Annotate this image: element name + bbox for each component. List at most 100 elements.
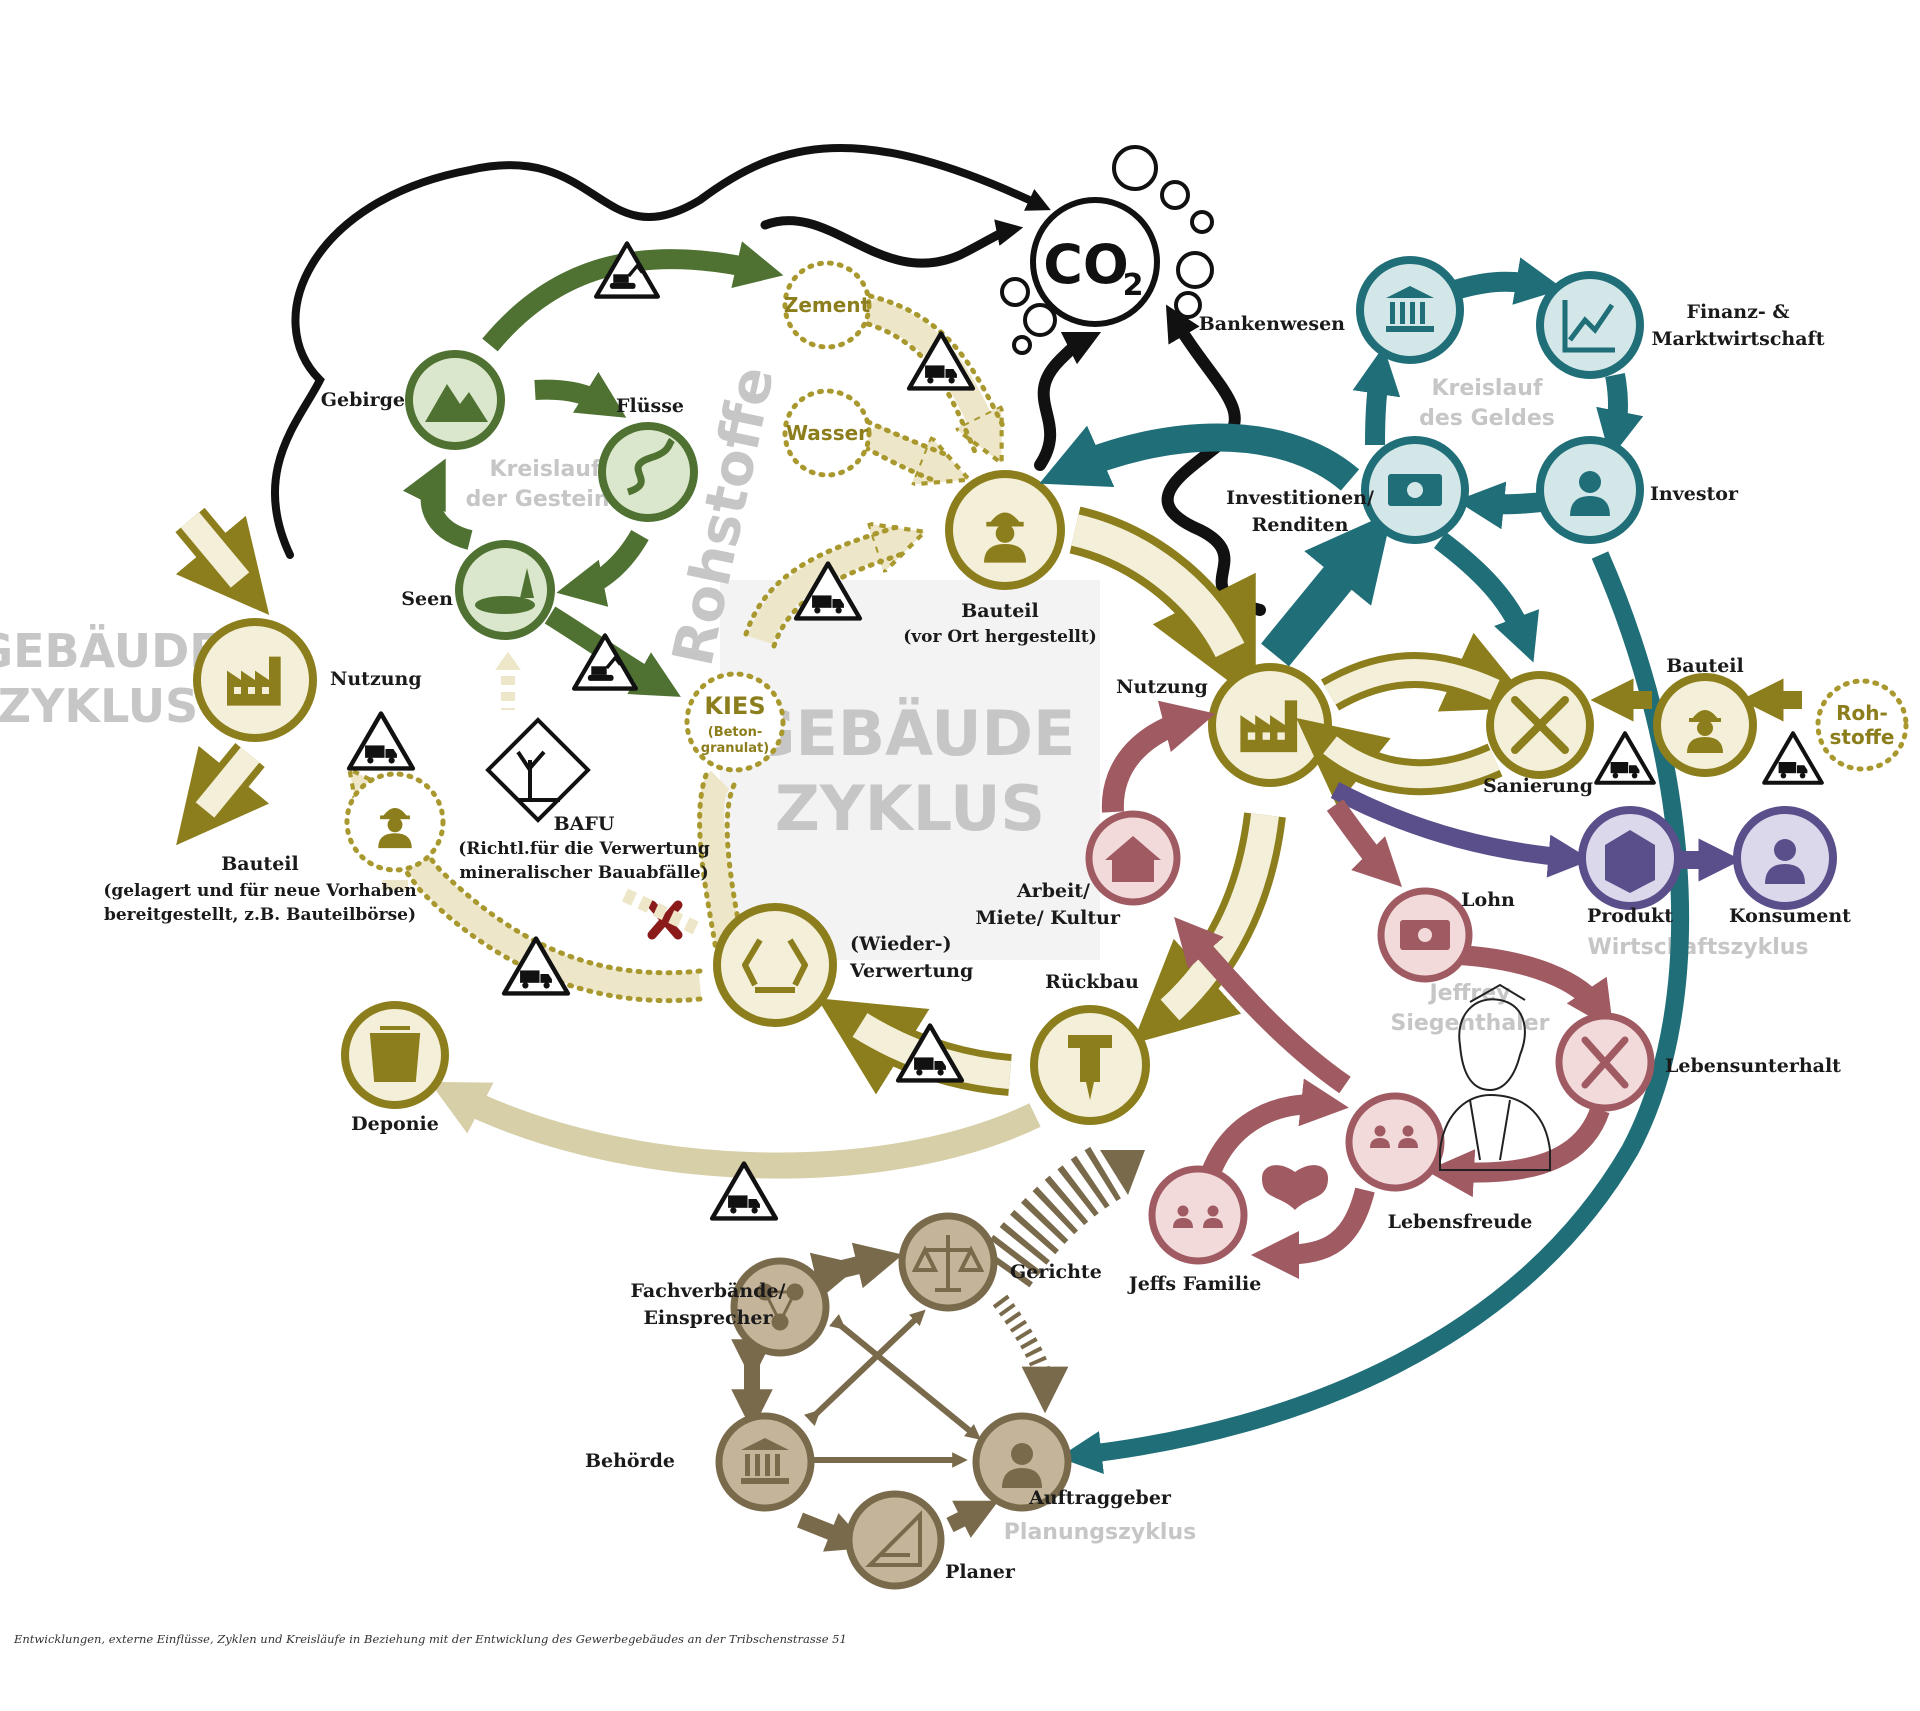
chart-growth-icon xyxy=(1562,300,1615,353)
label-rohstoffe-line1: Roh- xyxy=(1836,701,1888,725)
label-deponie: Deponie xyxy=(351,1113,439,1135)
label-bankenwesen: Bankenwesen xyxy=(1199,313,1345,335)
label-gebirge: Gebirge xyxy=(321,389,405,411)
label-nutzung-center: Nutzung xyxy=(1116,676,1208,698)
label-lohn: Lohn xyxy=(1461,889,1515,911)
label-bauteil-left-sub1: (gelagert und für neue Vorhaben xyxy=(103,881,416,901)
planung-influence-arrow-head xyxy=(1100,1150,1145,1195)
nutzung-left-node xyxy=(193,618,317,742)
label-wasser: Wasser xyxy=(786,421,868,445)
sanierung-node xyxy=(1486,671,1594,779)
label-jeffs-familie: Jeffs Familie xyxy=(1127,1273,1262,1295)
label-bauteil-top-sub: (vor Ort hergestellt) xyxy=(903,627,1097,647)
wiederverwertung-node xyxy=(713,903,837,1027)
ghost-center-line2: ZYKLUS xyxy=(775,772,1045,845)
ghost-jeffrey-line1: Jeffrey xyxy=(1427,981,1510,1006)
label-lebensunterhalt: Lebensunterhalt xyxy=(1665,1055,1841,1077)
ghost-geld-line2: des Geldes xyxy=(1419,406,1555,431)
ghost-center-line1: GEBÄUDE xyxy=(745,697,1076,770)
kies-node: KIES (Beton- granulat) xyxy=(684,671,786,773)
label-wiederverwertung-line1: (Wieder-) xyxy=(850,933,952,955)
truck-warning-icon-sanierung xyxy=(1596,733,1654,783)
label-investitionen-line1: Investitionen/ xyxy=(1226,487,1374,509)
label-gerichte: Gerichte xyxy=(1010,1261,1102,1283)
scales-icon xyxy=(911,1235,985,1292)
bafu-arrow-head xyxy=(495,652,521,670)
label-fachverbaende-line1: Fachverbände/ xyxy=(630,1280,785,1302)
jeffrey-portrait xyxy=(1439,983,1551,1171)
truck-warning-icon-left xyxy=(349,714,413,769)
label-kies-sub1: (Beton- xyxy=(708,725,762,740)
network-icon xyxy=(756,1283,804,1331)
planung-cycle-arrows xyxy=(731,1242,1069,1552)
co2-node: CO 2 xyxy=(1030,197,1160,327)
fork-knife-icon xyxy=(1581,1036,1629,1089)
ghost-gesteine-line2: der Gesteine xyxy=(466,487,625,512)
co2-subscript: 2 xyxy=(1123,268,1144,303)
sanierung-arrows xyxy=(1296,632,1802,806)
label-bauteil-left: Bauteil xyxy=(221,853,298,875)
investor-node xyxy=(1536,436,1644,544)
bauteil-right-node xyxy=(1653,673,1757,777)
label-wiederverwertung-line2: Verwertung xyxy=(849,960,973,982)
label-planer: Planer xyxy=(945,1561,1016,1583)
arbeit-to-nutzung-arrow xyxy=(1101,700,1216,813)
ghost-left-line1: GEBÄUDE xyxy=(0,624,221,678)
river-icon xyxy=(626,437,675,496)
fluesse-node xyxy=(598,422,698,522)
bafu-hazard-sign xyxy=(485,717,591,823)
ghost-geld-line1: Kreislauf xyxy=(1431,376,1543,401)
label-fachverbaende-line2: Einsprecher xyxy=(643,1307,773,1329)
finanz-node xyxy=(1536,271,1644,379)
label-bauteil-top: Bauteil xyxy=(961,600,1038,622)
label-fluesse: Flüsse xyxy=(616,395,684,417)
label-bafu-sub1: (Richtl.für die Verwertung xyxy=(458,839,710,859)
label-investitionen-line2: Renditen xyxy=(1252,514,1349,536)
dead-tree-icon xyxy=(516,750,560,802)
wirtschaft-arrows xyxy=(1330,782,1742,882)
label-seen: Seen xyxy=(401,588,453,610)
truck-warning-icon-rohstoffe xyxy=(1764,733,1822,783)
recycle-icon xyxy=(742,938,808,993)
caption: Entwicklungen, externe Einflüsse, Zyklen… xyxy=(14,1632,847,1646)
planung-influence-arrow xyxy=(980,1143,1126,1288)
fachverbaende-node xyxy=(730,1257,830,1357)
co2-label: CO xyxy=(1043,233,1129,296)
bauteil-left-node xyxy=(344,771,446,873)
label-zement: Zement xyxy=(784,293,871,317)
label-bauteil-right: Bauteil xyxy=(1666,655,1743,677)
trash-icon xyxy=(369,1026,421,1082)
arbeit-node xyxy=(1085,810,1181,906)
jeffrey-cycle-arrows xyxy=(1174,799,1614,1279)
geld-cycle-arrows xyxy=(1039,257,1690,1475)
rohstoffe-right-node: Roh- stoffe xyxy=(1815,678,1909,772)
label-rueckbau: Rückbau xyxy=(1045,971,1139,993)
produkt-node xyxy=(1578,806,1682,910)
seen-node xyxy=(455,540,555,640)
lebensfreude-node xyxy=(1345,1092,1445,1192)
gerichte-node xyxy=(898,1212,998,1312)
behoerde-node xyxy=(715,1412,815,1512)
heart-icon xyxy=(1262,1165,1328,1210)
label-konsument: Konsument xyxy=(1729,905,1851,927)
bankenwesen-node xyxy=(1356,256,1464,364)
ghost-planung: Planungszyklus xyxy=(1004,1520,1196,1545)
label-nutzung-left: Nutzung xyxy=(330,668,422,690)
investitionen-node xyxy=(1361,436,1469,544)
label-arbeit-line1: Arbeit/ xyxy=(1016,880,1090,902)
label-bafu: BAFU xyxy=(554,813,615,835)
gebirge-node xyxy=(405,350,505,450)
label-behoerde: Behörde xyxy=(585,1450,675,1472)
bafu-blocked-path xyxy=(622,888,703,937)
ghost-gesteine-line1: Kreislauf xyxy=(489,457,601,482)
label-sanierung: Sanierung xyxy=(1483,775,1593,797)
label-bauteil-left-sub2: bereitgestellt, z.B. Bauteilbörse) xyxy=(104,905,416,925)
jeffs-familie-node xyxy=(1148,1165,1248,1265)
zement-node: Zement xyxy=(782,260,872,350)
auftraggeber-node xyxy=(972,1412,1072,1512)
lake-icon xyxy=(475,596,535,614)
label-produkt: Produkt xyxy=(1587,905,1673,927)
label-auftraggeber: Auftraggeber xyxy=(1028,1487,1172,1509)
label-finanz-line1: Finanz- & xyxy=(1686,301,1789,323)
